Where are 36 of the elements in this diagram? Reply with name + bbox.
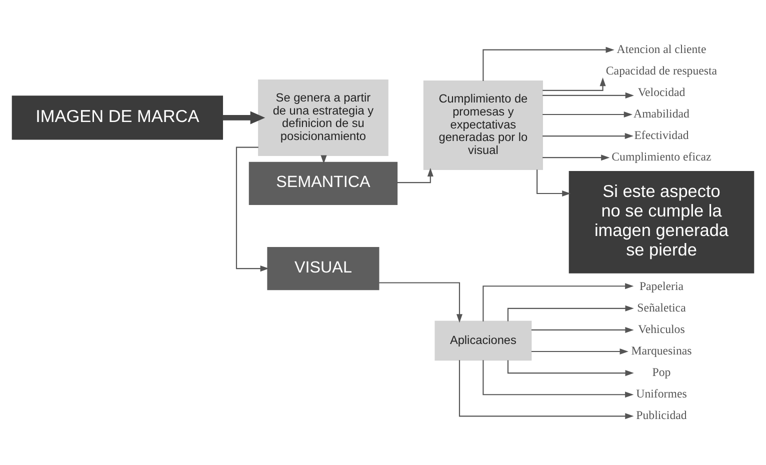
node-text: Señaletica: [637, 300, 686, 314]
arrow: [542, 92, 634, 98]
arrow: [397, 167, 434, 183]
node-text: Efectividad: [634, 128, 689, 142]
arrow: [482, 282, 634, 321]
arrow: [542, 77, 606, 90]
node-text: Vehiculos: [638, 321, 685, 336]
node-text: Velocidad: [638, 84, 686, 98]
node-text: Atencion al cliente: [616, 41, 706, 56]
node-text: Publicidad: [636, 408, 687, 422]
node-text: Marquesinas: [631, 343, 692, 358]
node-text: Amabilidad: [634, 106, 690, 120]
arrow: [531, 326, 634, 332]
node-text: Pop: [652, 364, 671, 379]
arrow: [542, 154, 610, 160]
arrow: [482, 46, 614, 80]
node-box: SEMANTICA: [248, 161, 398, 204]
arrow: [458, 360, 634, 419]
arrow: [542, 110, 632, 118]
arrow: [379, 282, 463, 322]
arrow: [507, 304, 634, 321]
arrow: [482, 360, 634, 398]
node-box: IMAGEN DE MARCA: [12, 95, 224, 140]
arrow: [222, 110, 266, 124]
node-box: VISUAL: [267, 246, 380, 290]
arrow: [542, 132, 634, 139]
arrow: [531, 348, 628, 354]
node-text: Uniformes: [636, 386, 687, 400]
node-text: Cumplimiento eficaz: [612, 149, 712, 164]
node-box: Cumplimiento de promesas y expectativas generadas por lo visual: [423, 80, 543, 170]
node-text: Capacidad de respuesta: [606, 62, 718, 77]
node-text: Papeleria: [639, 278, 684, 292]
arrow: [236, 146, 269, 272]
node-box: Aplicaciones: [434, 320, 532, 360]
arrow: [536, 169, 571, 196]
node-box: Si este aspecto no se cumple la imagen generada se pierde: [568, 170, 754, 273]
